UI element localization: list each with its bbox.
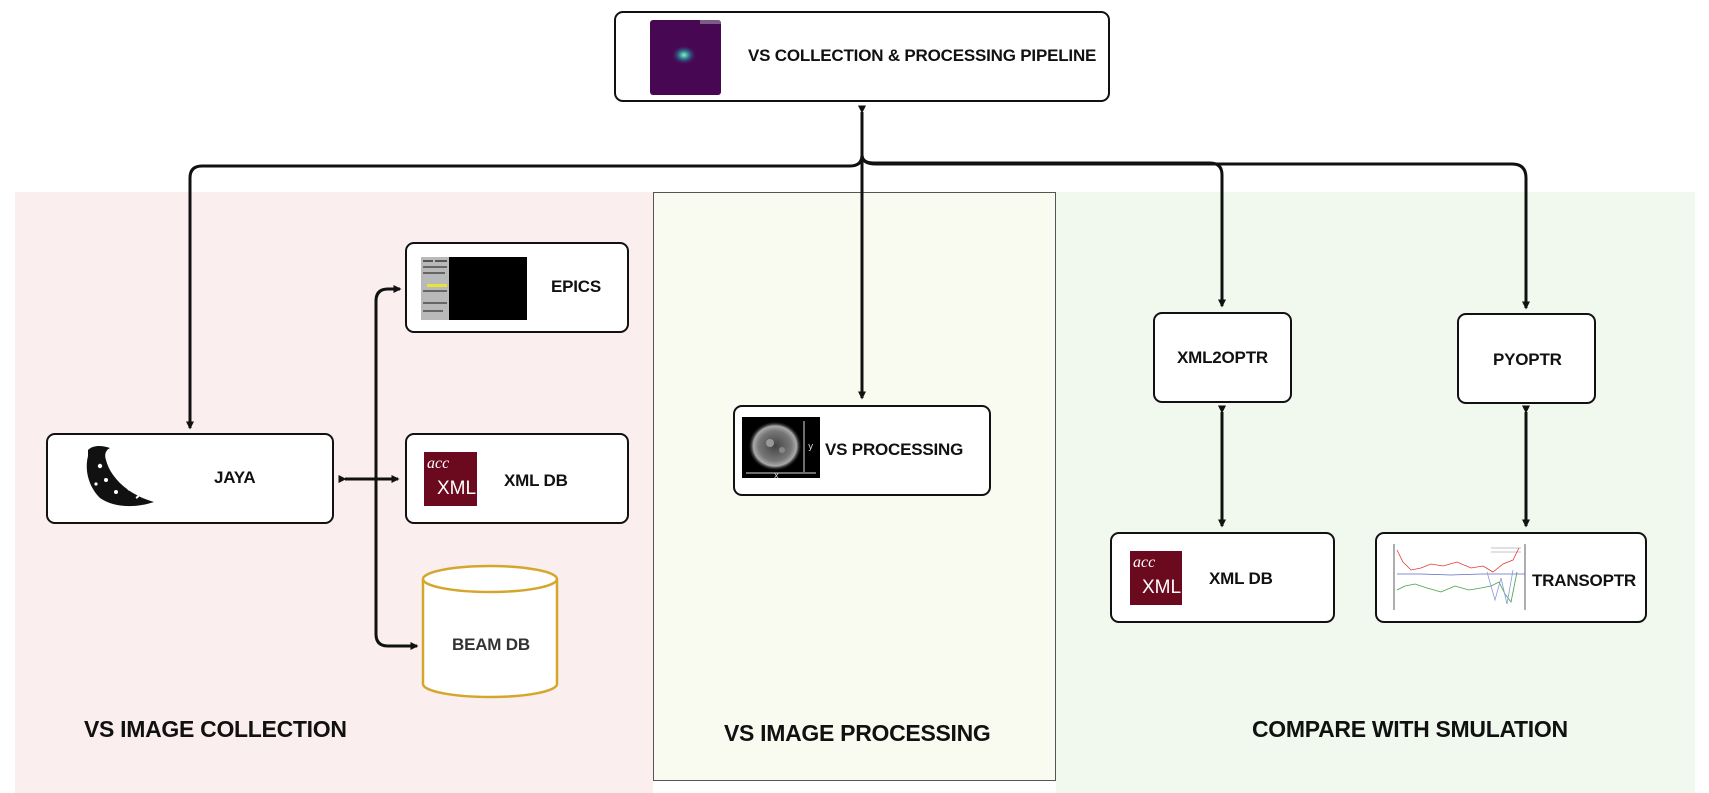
xmldb-right-label: XML DB — [1209, 569, 1273, 588]
section-title-processing: VS IMAGE PROCESSING — [724, 720, 991, 746]
jaya-label: JAYA — [214, 468, 256, 487]
pyoptr-node[interactable]: PYOPTR — [1457, 313, 1596, 404]
xml2optr-label: XML2OPTR — [1177, 348, 1268, 367]
bus-to-beamdb-link — [374, 479, 419, 650]
xmldb-left-node[interactable]: acc XML XML DB — [405, 433, 629, 524]
transoptr-node[interactable]: TRANSOPTR — [1375, 532, 1647, 623]
beamdb-label: BEAM DB — [452, 635, 530, 654]
pipeline-title: VS COLLECTION & PROCESSING PIPELINE — [748, 46, 1097, 65]
cylinder-shape — [421, 564, 559, 699]
pipeline-node[interactable]: VS COLLECTION & PROCESSING PIPELINE — [614, 11, 1110, 102]
beamdb-node[interactable]: BEAM DB — [420, 564, 560, 700]
svg-text:x: x — [774, 471, 779, 478]
transoptr-plot-thumbnail — [1391, 542, 1528, 612]
pipeline-to-pyoptr-link — [860, 154, 1530, 310]
xmldb-left-label: XML DB — [504, 471, 568, 490]
transoptr-label: TRANSOPTR — [1532, 571, 1636, 590]
vsprocessing-node[interactable]: y x VS PROCESSING — [733, 405, 991, 496]
section-title-collection: VS IMAGE COLLECTION — [84, 716, 347, 742]
acc-logo-text: acc — [427, 455, 450, 472]
pyoptr-label: PYOPTR — [1493, 350, 1562, 369]
xml-logo-text: XML — [437, 478, 477, 499]
acc-xml-logo-icon: acc XML — [424, 452, 477, 506]
xmldb-right-node[interactable]: acc XML XML DB — [1110, 532, 1335, 623]
epics-screen-thumbnail — [421, 257, 527, 320]
pipeline-thumbnail-icon — [650, 20, 721, 95]
xml2optr-node[interactable]: XML2OPTR — [1153, 312, 1292, 403]
vsprocessing-label: VS PROCESSING — [825, 440, 964, 459]
epics-label: EPICS — [551, 277, 602, 296]
section-compare-with-simulation — [1056, 192, 1695, 793]
pipeline-to-xml2optr-link — [860, 154, 1226, 308]
jaya-node[interactable]: JAYA — [46, 433, 334, 524]
section-title-simulation: COMPARE WITH SMULATION — [1252, 716, 1568, 742]
xml-logo-text: XML — [1142, 577, 1182, 598]
acc-logo-text: acc — [1133, 554, 1156, 571]
acc-xml-logo-icon: acc XML — [1130, 551, 1182, 605]
epics-node[interactable]: EPICS — [405, 242, 629, 333]
bus-to-epics-link — [374, 285, 402, 479]
jaya-logo-icon — [80, 442, 157, 512]
svg-text:y: y — [808, 442, 814, 452]
pipeline-to-jaya-link — [186, 154, 864, 430]
beam-spot-thumbnail: y x — [742, 417, 820, 478]
